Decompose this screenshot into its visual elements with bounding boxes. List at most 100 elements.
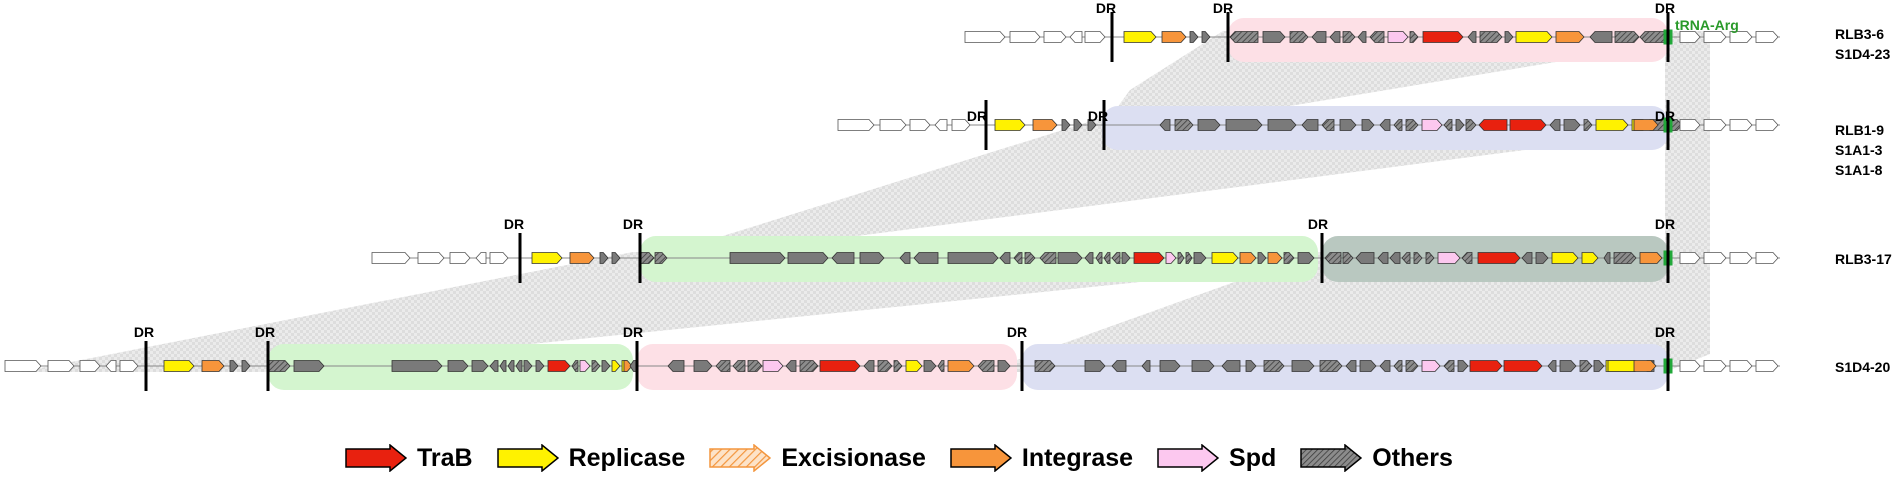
replicase-arrow-icon xyxy=(496,444,559,472)
gene-arrow xyxy=(715,360,731,372)
gene-arrow xyxy=(1329,31,1341,43)
gene-arrow xyxy=(1377,252,1389,264)
gene-arrow xyxy=(1425,252,1435,264)
dr-label: DR xyxy=(1307,216,1329,232)
direct-repeat-marker xyxy=(638,233,642,283)
gene-arrows xyxy=(4,29,1780,374)
gene-arrow xyxy=(611,360,621,372)
gene-arrow xyxy=(785,360,797,372)
gene-arrow xyxy=(1535,252,1549,264)
direct-repeat-marker xyxy=(1110,12,1114,62)
gene-arrow xyxy=(1043,31,1067,43)
gene-arrow xyxy=(1443,360,1455,372)
gene-arrow xyxy=(1755,360,1779,372)
gene-arrow xyxy=(964,31,1006,43)
gene-arrow xyxy=(569,252,595,264)
gene-arrow xyxy=(547,360,571,372)
strain-label: S1A1-8 xyxy=(1835,162,1883,178)
legend-item-trab: TraB xyxy=(345,444,473,473)
gene-arrow xyxy=(1551,252,1579,264)
gene-arrow xyxy=(947,360,975,372)
element-regions xyxy=(268,18,1668,390)
gene-arrow xyxy=(1393,119,1403,131)
gene-arrow xyxy=(1185,252,1193,264)
gene-arrow xyxy=(1729,252,1753,264)
gene-arrow xyxy=(1679,119,1701,131)
direct-repeat-marker xyxy=(1226,12,1230,62)
gene-arrow xyxy=(1455,119,1465,131)
direct-repeat-marker xyxy=(1666,341,1670,391)
gene-arrow xyxy=(1289,31,1309,43)
gene-arrow xyxy=(391,360,443,372)
strain-label: S1D4-20 xyxy=(1835,359,1891,375)
legend-item-integrase: Integrase xyxy=(950,444,1133,473)
gene-arrow xyxy=(1593,360,1605,372)
gene-arrow xyxy=(994,119,1026,131)
gene-arrow xyxy=(1515,31,1553,43)
gene-arrow xyxy=(1211,252,1239,264)
gene-arrow xyxy=(937,360,945,372)
direct-repeat-marker xyxy=(144,341,148,391)
element-region xyxy=(1022,344,1668,390)
gene-arrow xyxy=(571,360,579,372)
gene-arrow xyxy=(893,360,903,372)
gene-arrow xyxy=(934,119,948,131)
gene-arrow xyxy=(1013,252,1023,264)
gene-arrow xyxy=(1291,360,1315,372)
gene-arrow xyxy=(863,360,875,372)
gene-arrow xyxy=(1245,360,1257,372)
gene-arrow xyxy=(1262,31,1286,43)
gene-arrow xyxy=(654,252,668,264)
gene-arrow xyxy=(1301,119,1319,131)
gene-arrow xyxy=(951,119,971,131)
gene-arrow xyxy=(1193,252,1207,264)
gene-arrow xyxy=(819,360,861,372)
dr-label: DR xyxy=(1087,108,1109,124)
direct-repeat-markers xyxy=(144,12,1670,391)
dr-label: DR xyxy=(1006,324,1028,340)
dr-label: DR xyxy=(254,324,276,340)
gene-arrow xyxy=(417,252,445,264)
gene-arrow xyxy=(909,119,931,131)
legend-label: Replicase xyxy=(568,443,686,472)
gene-arrow xyxy=(293,360,325,372)
gene-arrow xyxy=(1504,31,1514,43)
gene-arrow xyxy=(1521,252,1533,264)
gene-arrow xyxy=(1032,119,1058,131)
direct-repeat-marker xyxy=(635,341,639,391)
gene-arrow xyxy=(787,252,829,264)
gene-arrow xyxy=(1342,252,1354,264)
gene-arrow xyxy=(1057,252,1083,264)
legend-item-replicase: Replicase xyxy=(496,443,686,473)
dr-label: DR xyxy=(622,324,644,340)
gene-arrow xyxy=(1355,252,1375,264)
gene-arrow xyxy=(1559,360,1577,372)
gene-arrow xyxy=(1342,31,1356,43)
gene-arrow xyxy=(1133,252,1165,264)
gene-arrow xyxy=(449,252,471,264)
gene-arrow xyxy=(1191,360,1215,372)
gene-arrow xyxy=(1503,360,1543,372)
gene-arrow xyxy=(1084,252,1094,264)
gene-arrow xyxy=(1639,31,1665,43)
gene-arrow xyxy=(1267,252,1283,264)
gene-arrow xyxy=(1633,360,1657,372)
gene-arrow xyxy=(747,360,763,372)
gene-arrow xyxy=(1703,360,1727,372)
gene-arrow xyxy=(1393,360,1403,372)
gene-arrow xyxy=(1297,252,1315,264)
legend-item-spd: Spd xyxy=(1157,444,1276,473)
gene-arrow xyxy=(623,360,633,372)
gene-arrow xyxy=(1239,252,1257,264)
gene-arrow xyxy=(1225,119,1263,131)
dr-label: DR xyxy=(503,216,525,232)
gene-arrow xyxy=(1009,31,1041,43)
gene-arrow xyxy=(1357,31,1367,43)
gene-arrow xyxy=(1437,252,1461,264)
dr-label: DR xyxy=(1654,108,1676,124)
gene-arrow xyxy=(732,360,746,372)
gene-arrow xyxy=(535,360,545,372)
gene-arrow xyxy=(1165,252,1177,264)
dr-label: DR xyxy=(622,216,644,232)
gene-arrow xyxy=(1111,252,1121,264)
